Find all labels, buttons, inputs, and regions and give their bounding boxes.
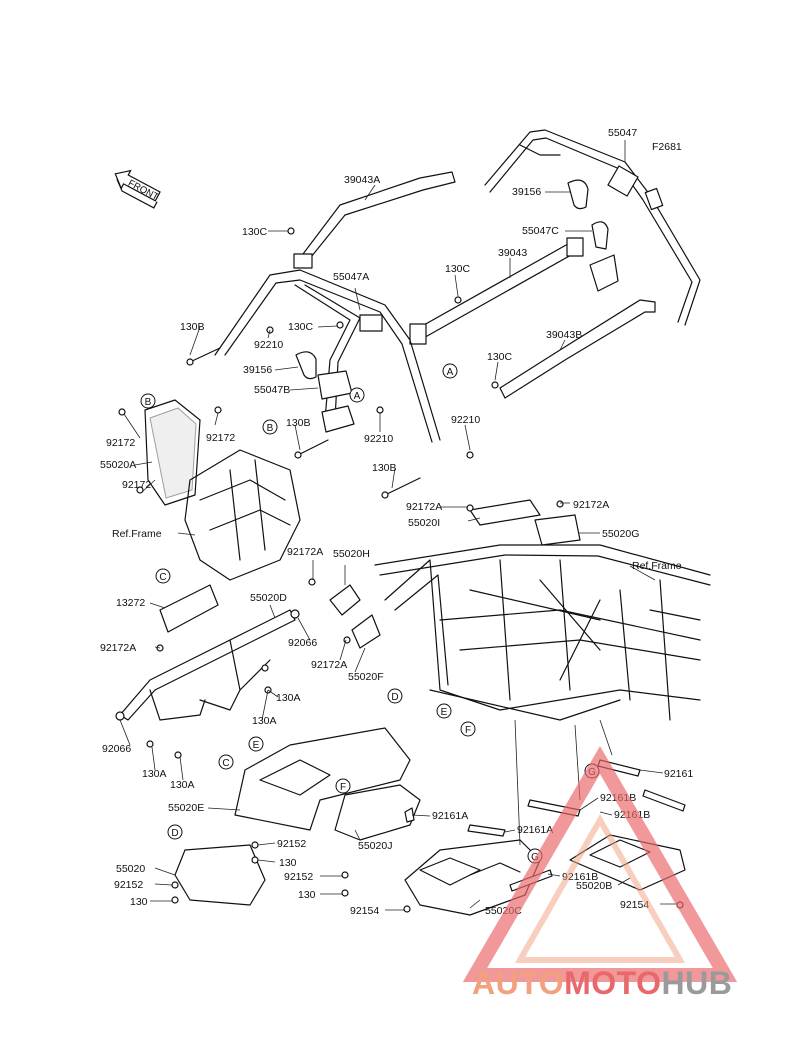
label-55020f: 55020F <box>348 671 384 683</box>
label-130c-1: 130C <box>242 226 268 238</box>
watermark-moto: MOTO <box>564 965 662 1001</box>
watermark-auto: AUTO <box>472 965 565 1001</box>
callout-f-1: F <box>460 721 476 737</box>
label-92161a-1: 92161A <box>432 810 468 822</box>
label-92152-1: 92152 <box>277 838 306 850</box>
svg-text:E: E <box>253 740 260 751</box>
part-labels: 55047 39043A 39156 130C 55047C 39043 130… <box>100 127 693 917</box>
label-39043a: 39043A <box>344 174 380 186</box>
callout-c-1: C <box>155 568 171 584</box>
label-92172a-2: 92172A <box>573 499 609 511</box>
label-130a-3: 130A <box>142 768 167 780</box>
label-92154-2: 92154 <box>620 899 649 911</box>
label-130-3: 130 <box>130 896 148 908</box>
label-92210-3: 92210 <box>364 433 393 445</box>
label-130a-1: 130A <box>276 692 301 704</box>
label-55047c: 55047C <box>522 225 559 237</box>
watermark-logo-text: AUTOMOTOHUB <box>472 965 732 1002</box>
svg-text:G: G <box>531 852 539 863</box>
label-130c-2: 130C <box>445 263 471 275</box>
watermark-logo-triangle <box>462 746 738 982</box>
callout-b-2: B <box>262 419 278 435</box>
svg-text:D: D <box>391 692 398 703</box>
label-92152-2: 92152 <box>284 871 313 883</box>
svg-text:E: E <box>441 707 448 718</box>
svg-text:D: D <box>171 828 178 839</box>
callout-f-2: F <box>335 778 351 794</box>
label-55020: 55020 <box>116 863 145 875</box>
label-92172a-5: 92172A <box>311 659 347 671</box>
svg-text:B: B <box>145 397 152 408</box>
label-55020a: 55020A <box>100 459 136 471</box>
label-130b-2: 130B <box>286 417 311 429</box>
label-55020d: 55020D <box>250 592 287 604</box>
label-92210-1: 92210 <box>254 339 283 351</box>
label-ref-frame-1: Ref.Frame <box>112 528 162 540</box>
svg-text:F: F <box>340 782 346 793</box>
label-130-2: 130 <box>298 889 316 901</box>
label-92210-2: 92210 <box>451 414 480 426</box>
callout-e-1: E <box>436 703 452 719</box>
label-130b-3: 130B <box>372 462 397 474</box>
label-55020g: 55020G <box>602 528 639 540</box>
front-bumper-frame <box>115 609 300 721</box>
callout-b-1: B <box>140 393 156 409</box>
label-55020i: 55020I <box>408 517 440 529</box>
svg-text:A: A <box>354 391 361 402</box>
label-55047a: 55047A <box>333 271 369 283</box>
callout-a-1: A <box>349 387 365 403</box>
label-55047: 55047 <box>608 127 637 139</box>
label-92161: 92161 <box>664 768 693 780</box>
label-92172a-1: 92172A <box>406 501 442 513</box>
label-92066-2: 92066 <box>102 743 131 755</box>
svg-text:A: A <box>447 367 454 378</box>
label-130c-4: 130C <box>487 351 513 363</box>
callout-c-2: C <box>218 754 234 770</box>
callout-d-2: D <box>167 824 183 840</box>
label-55020h: 55020H <box>333 548 370 560</box>
figure-code: F2681 <box>652 141 682 153</box>
label-39043: 39043 <box>498 247 527 259</box>
front-label: FRONT <box>126 178 160 203</box>
callout-a-2: A <box>442 363 458 379</box>
front-frame-section <box>144 399 301 633</box>
label-92172-2: 92172 <box>206 432 235 444</box>
label-130a-2: 130A <box>252 715 277 727</box>
label-55047b: 55047B <box>254 384 290 396</box>
callout-e-2: E <box>248 736 264 752</box>
label-55020j: 55020J <box>358 840 392 852</box>
label-55020e: 55020E <box>168 802 204 814</box>
label-130b-1: 130B <box>180 321 205 333</box>
callout-d-1: D <box>387 688 403 704</box>
main-frame <box>329 499 711 721</box>
label-39043b: 39043B <box>546 329 582 341</box>
label-130a-4: 130A <box>170 779 195 791</box>
label-92172-1: 92172 <box>106 437 135 449</box>
label-92154-1: 92154 <box>350 905 379 917</box>
label-92066-1: 92066 <box>288 637 317 649</box>
label-92172a-3: 92172A <box>287 546 323 558</box>
label-ref-frame-2: Ref.Frame <box>632 560 682 572</box>
label-55020b: 55020B <box>576 880 612 892</box>
label-130c-3: 130C <box>288 321 314 333</box>
label-39156-mid: 39156 <box>243 364 272 376</box>
label-130-1: 130 <box>279 857 297 869</box>
leader-lines <box>119 140 677 911</box>
svg-text:C: C <box>159 572 166 583</box>
svg-text:B: B <box>267 423 274 434</box>
label-92172a-4: 92172A <box>100 642 136 654</box>
label-39156-top: 39156 <box>512 186 541 198</box>
watermark-hub: HUB <box>661 965 733 1001</box>
skid-plates <box>118 406 686 916</box>
label-92152-3: 92152 <box>114 879 143 891</box>
svg-text:F: F <box>465 725 471 736</box>
label-13272: 13272 <box>116 597 145 609</box>
front-direction-arrow: FRONT <box>114 169 161 209</box>
svg-text:C: C <box>222 758 229 769</box>
label-92172-3: 92172 <box>122 479 151 491</box>
roll-cage-assembly <box>186 129 701 499</box>
label-92161a-2: 92161A <box>517 824 553 836</box>
